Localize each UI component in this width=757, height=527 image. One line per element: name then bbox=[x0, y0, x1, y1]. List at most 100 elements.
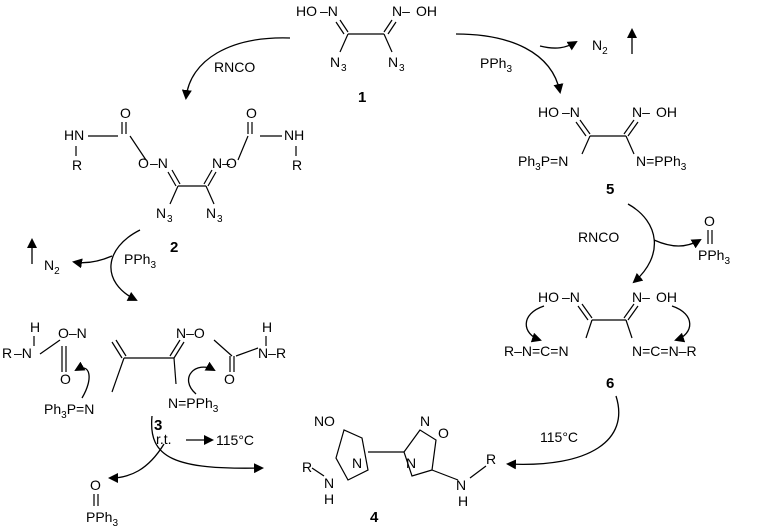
svg-text:H: H bbox=[458, 493, 468, 509]
arrow-c3-right-curly bbox=[188, 361, 216, 395]
oxygen-label-2: O bbox=[90, 477, 101, 493]
reagent-temp-1: 115°C bbox=[540, 429, 578, 445]
svg-text:R: R bbox=[302, 459, 312, 475]
svg-text:N: N bbox=[206, 205, 216, 221]
svg-text:3: 3 bbox=[217, 214, 223, 225]
reagent-n2-1: N2 bbox=[592, 37, 608, 57]
compound-6: HO –N N– OH R–N=C=N N=C=N–R 6 bbox=[504, 289, 697, 392]
svg-text:–N: –N bbox=[150, 155, 168, 171]
condition-rt: r.t. bbox=[156, 431, 172, 447]
c6-carbodiimide-left: R–N=C=N bbox=[504, 343, 569, 359]
reagent-opph3-1: PPh3 bbox=[698, 247, 730, 267]
svg-text:O: O bbox=[438, 425, 449, 441]
svg-text:O: O bbox=[324, 413, 335, 429]
reagent-rnco-2: RNCO bbox=[578, 229, 619, 245]
svg-text:HN: HN bbox=[64, 127, 84, 143]
svg-text:3: 3 bbox=[399, 63, 405, 74]
svg-text:O: O bbox=[246, 105, 257, 121]
compound-5: HO –N N– OH Ph3P=N N=PPh3 5 bbox=[518, 104, 687, 198]
svg-text:N: N bbox=[324, 475, 334, 491]
svg-text:R: R bbox=[2, 345, 12, 361]
svg-text:3: 3 bbox=[167, 214, 173, 225]
arrow-n2-release-2 bbox=[72, 255, 113, 269]
svg-text:OH: OH bbox=[656, 289, 677, 305]
svg-text:O: O bbox=[60, 371, 71, 387]
svg-text:H: H bbox=[30, 319, 40, 335]
svg-text:HO: HO bbox=[538, 104, 559, 120]
arrow-1-to-5 bbox=[455, 33, 564, 94]
reagent-rnco-1: RNCO bbox=[214, 59, 255, 75]
svg-text:N: N bbox=[156, 205, 166, 221]
svg-text:N–: N– bbox=[632, 104, 650, 120]
svg-text:N–: N– bbox=[392, 3, 410, 19]
arrow-c3-left-curly bbox=[74, 361, 90, 399]
c3-ph3p-left: Ph3P=N bbox=[44, 401, 94, 421]
c3-ph3p-right: N=PPh3 bbox=[168, 395, 219, 415]
oxadiazole-right bbox=[403, 429, 437, 477]
svg-text:N: N bbox=[420, 413, 430, 429]
oxadiazole-left bbox=[335, 429, 369, 481]
reagent-pph3-1: PPh3 bbox=[480, 55, 512, 75]
arrow-6-to-4 bbox=[506, 395, 620, 470]
svg-text:NH: NH bbox=[284, 127, 304, 143]
svg-text:–N: –N bbox=[562, 289, 580, 305]
svg-text:N: N bbox=[406, 455, 416, 471]
arrow-n2-release-1 bbox=[539, 40, 578, 51]
svg-text:N–: N– bbox=[632, 289, 650, 305]
svg-text:O: O bbox=[226, 155, 237, 171]
compound-3-label: 3 bbox=[154, 417, 162, 434]
arrow-opph3-release-2 bbox=[108, 443, 165, 483]
compound-2-label: 2 bbox=[170, 239, 178, 256]
svg-text:R: R bbox=[72, 157, 82, 173]
reagent-n2-2: N2 bbox=[44, 257, 60, 277]
svg-text:H: H bbox=[324, 491, 334, 507]
svg-text:R: R bbox=[276, 345, 286, 361]
c6-carbodiimide-right: N=C=N–R bbox=[632, 343, 697, 359]
compound-1-label: 1 bbox=[358, 89, 366, 106]
svg-text:N: N bbox=[352, 455, 362, 471]
svg-text:O: O bbox=[138, 155, 149, 171]
svg-text:N: N bbox=[388, 54, 398, 70]
arrow-5-to-6 bbox=[627, 203, 656, 284]
svg-text:–N: –N bbox=[320, 3, 338, 19]
arrow-opph3-release-1 bbox=[653, 239, 702, 249]
arrow-c6-left-curly bbox=[525, 305, 545, 343]
svg-text:O–N: O–N bbox=[58, 325, 87, 341]
c5-ph3p-right: N=PPh3 bbox=[636, 153, 687, 173]
svg-text:R: R bbox=[486, 451, 496, 467]
compound-4: R N H O N N N O N N H R 4 bbox=[302, 413, 496, 526]
c1-oh-right: OH bbox=[416, 3, 437, 19]
arrow-3-to-4 bbox=[150, 415, 264, 474]
svg-text:N–: N– bbox=[212, 155, 230, 171]
svg-text:R: R bbox=[292, 157, 302, 173]
compound-4-label: 4 bbox=[370, 509, 379, 526]
svg-text:N: N bbox=[314, 413, 324, 429]
svg-text:N: N bbox=[456, 477, 466, 493]
svg-text:H: H bbox=[262, 319, 272, 335]
svg-text:HO: HO bbox=[538, 289, 559, 305]
c1-oh-left: HO bbox=[296, 3, 317, 19]
svg-text:–N: –N bbox=[562, 104, 580, 120]
svg-text:O: O bbox=[224, 371, 235, 387]
svg-text:O: O bbox=[120, 105, 131, 121]
svg-text:N: N bbox=[330, 54, 340, 70]
oxygen-label-1: O bbox=[704, 213, 715, 229]
reagent-pph3-2: PPh3 bbox=[124, 251, 156, 271]
compound-3: H R –N O–N O N–O O H N– R Ph3P=N N=PPh3 … bbox=[2, 319, 286, 434]
compound-6-label: 6 bbox=[606, 375, 614, 392]
arrow-c6-right-curly bbox=[671, 305, 691, 343]
c5-ph3p-left: Ph3P=N bbox=[518, 153, 568, 173]
reagent-opph3-2: PPh3 bbox=[86, 509, 118, 527]
svg-text:–N: –N bbox=[14, 345, 32, 361]
arrow-2-to-3 bbox=[110, 229, 141, 301]
compound-5-label: 5 bbox=[606, 181, 614, 198]
svg-text:3: 3 bbox=[341, 63, 347, 74]
svg-text:N–O: N–O bbox=[176, 325, 205, 341]
arrow-1-to-2 bbox=[181, 37, 291, 100]
svg-text:N–: N– bbox=[258, 345, 276, 361]
svg-text:OH: OH bbox=[656, 104, 677, 120]
reagent-temp-2: 115°C bbox=[216, 432, 254, 448]
